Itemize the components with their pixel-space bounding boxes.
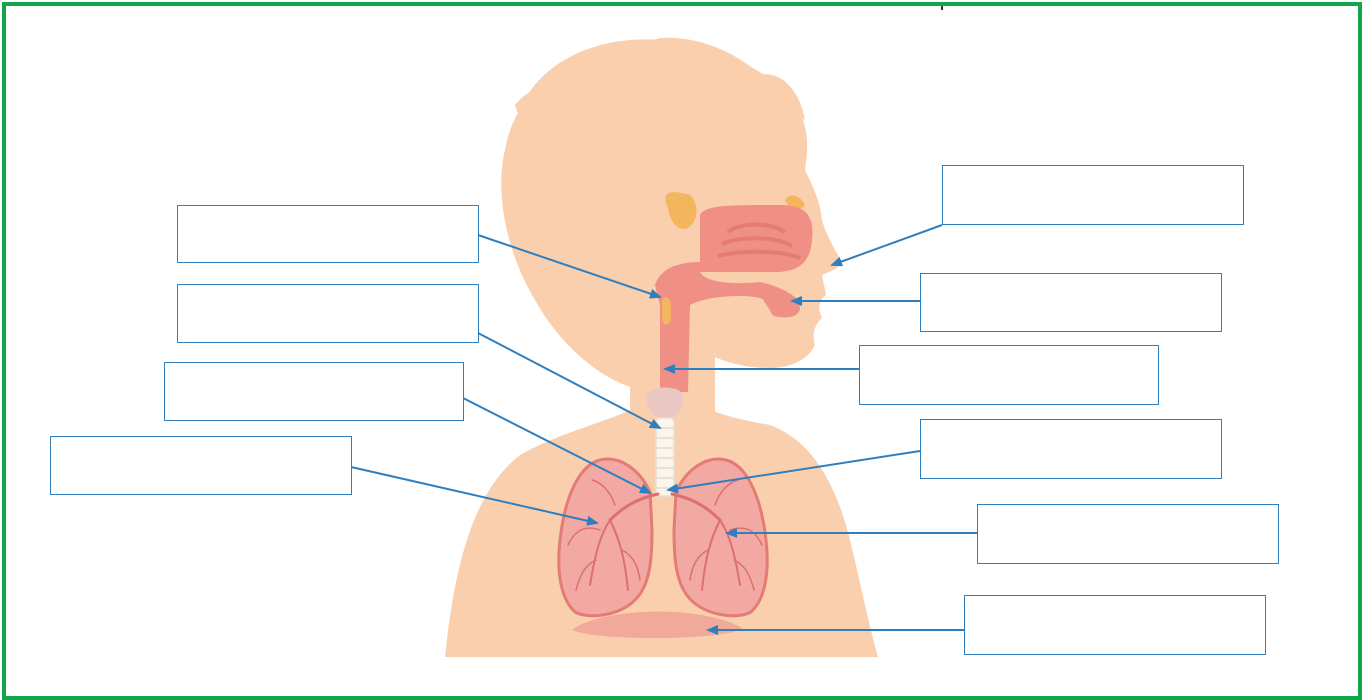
- arrow-right-1: [832, 225, 942, 265]
- label-box-left-2[interactable]: [177, 284, 479, 343]
- label-box-right-4[interactable]: [920, 419, 1222, 479]
- label-box-right-5[interactable]: [977, 504, 1279, 564]
- trachea: [656, 418, 674, 496]
- label-box-right-1[interactable]: [942, 165, 1244, 225]
- label-box-left-1[interactable]: [177, 205, 479, 263]
- label-box-left-4[interactable]: [50, 436, 352, 495]
- stray-mark: [941, 6, 943, 10]
- epiglottis: [662, 297, 671, 324]
- label-box-right-6[interactable]: [964, 595, 1266, 655]
- label-box-right-2[interactable]: [920, 273, 1222, 332]
- label-box-right-3[interactable]: [859, 345, 1159, 405]
- label-box-left-3[interactable]: [164, 362, 464, 421]
